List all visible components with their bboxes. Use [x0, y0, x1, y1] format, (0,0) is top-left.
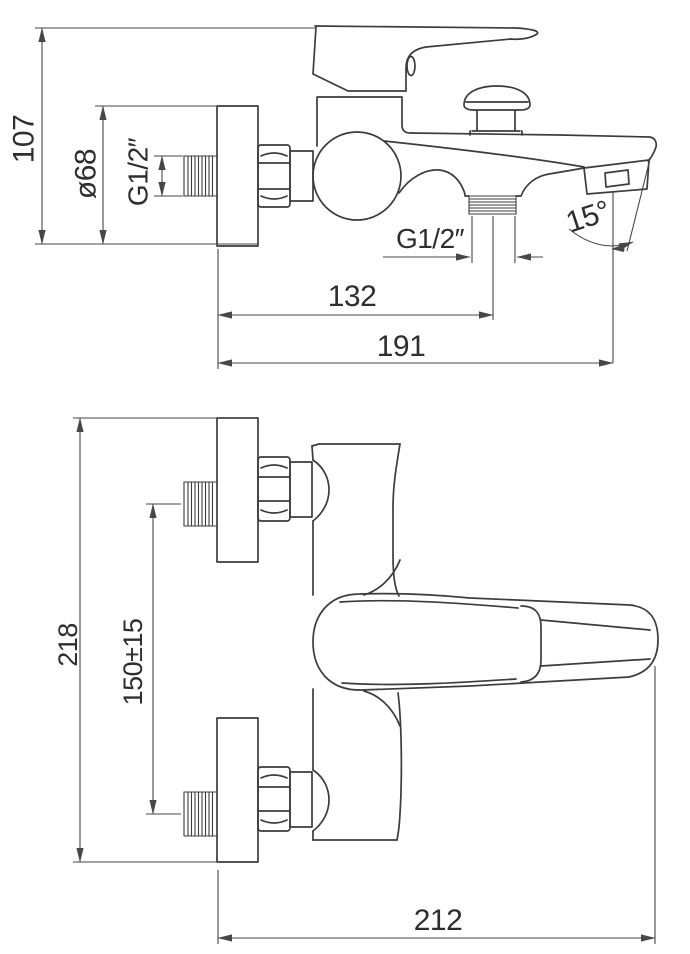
- dim-label-outlet-offset: 132: [328, 280, 377, 313]
- dim-label-overall-height-side: 107: [8, 115, 41, 164]
- side-view: [183, 25, 658, 247]
- side-aerator-housing: [583, 159, 650, 195]
- dim-label-flange-diameter: ø68: [70, 149, 103, 199]
- front-upper-thread: [183, 481, 218, 527]
- side-lever-handle: [312, 25, 539, 92]
- angle-arc: [568, 228, 634, 251]
- dim-label-centers-distance: 150±15: [118, 619, 148, 706]
- side-connector: [289, 150, 314, 202]
- front-lower-nut: [257, 766, 330, 832]
- dim-label-spout-angle: 15°: [562, 195, 614, 240]
- front-lever-handle: [312, 592, 659, 691]
- dim-label-overall-depth: 212: [414, 904, 463, 937]
- side-inlet-thread: [183, 155, 218, 197]
- dim-label-overall-height-front: 218: [53, 623, 83, 667]
- dimension-lines: [35, 27, 656, 944]
- front-body: [311, 443, 403, 841]
- side-diverter-knob: [463, 85, 531, 136]
- side-body-ball: [312, 96, 412, 221]
- side-wall-flange: [216, 105, 259, 247]
- front-upper-flange: [216, 417, 259, 563]
- front-view: [183, 417, 659, 863]
- angle-reference-slanted: [626, 158, 651, 252]
- side-shower-outlet-thread: [468, 195, 517, 215]
- dim-label-spout-reach: 191: [377, 330, 426, 363]
- front-lower-flange: [216, 717, 259, 863]
- dimension-labels: 107 ø68 G1/2″ G1/2″ 15° 132 191 218 150±…: [8, 115, 614, 937]
- side-spout: [383, 132, 658, 197]
- side-hex-nut: [257, 144, 291, 208]
- dim-label-outlet-thread: G1/2″: [396, 223, 465, 254]
- dim-label-inlet-thread: G1/2″: [123, 137, 154, 206]
- front-lower-thread: [183, 791, 218, 837]
- front-upper-nut: [257, 456, 330, 522]
